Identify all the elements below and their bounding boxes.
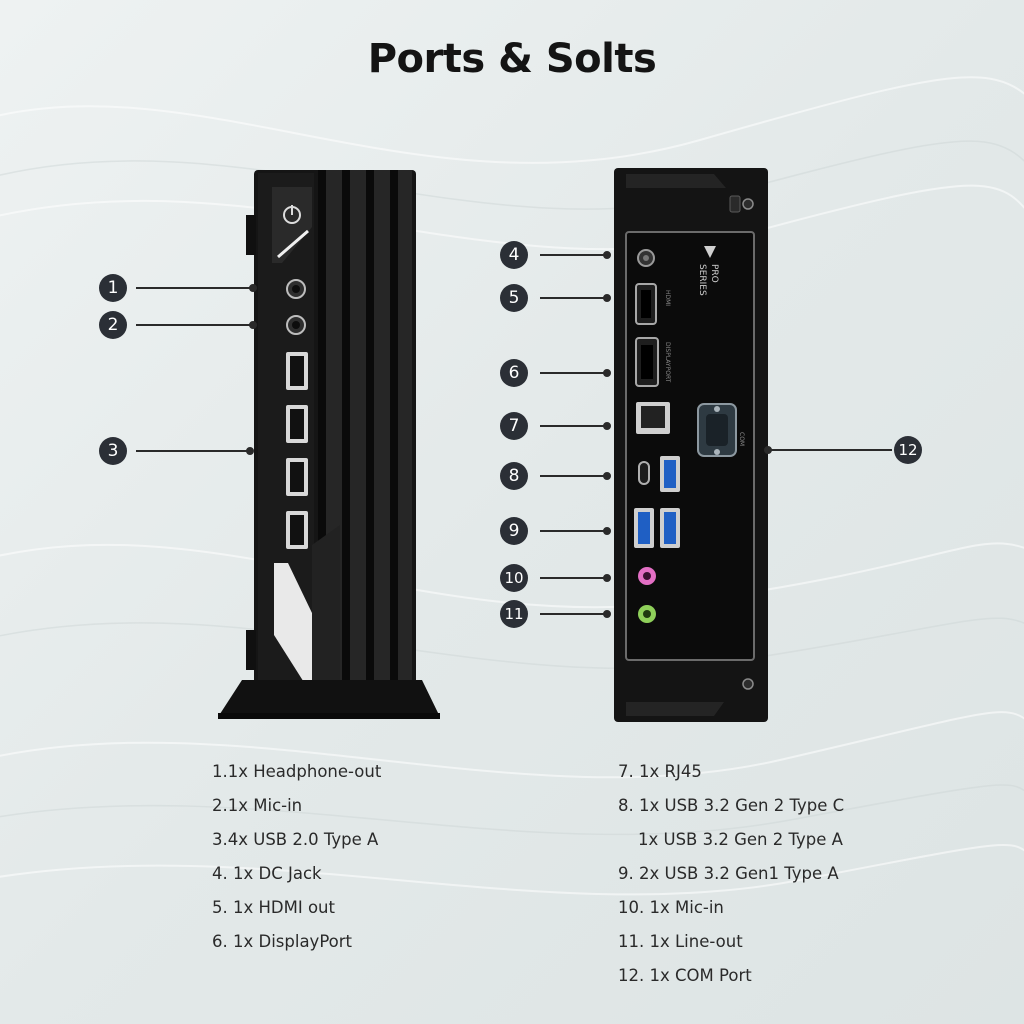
- callout-badge-6: 6: [500, 359, 528, 387]
- spec-item: 4. 1x DC Jack: [212, 864, 322, 883]
- spec-item: 2.1x Mic-in: [212, 796, 303, 815]
- spec-item: 1x USB 3.2 Gen 2 Type A: [638, 830, 843, 849]
- spec-item: 11. 1x Line-out: [618, 932, 743, 951]
- pc-front-view: [218, 170, 440, 719]
- spec-item: 9. 2x USB 3.2 Gen1 Type A: [618, 864, 839, 883]
- brand-pro-label: PRO: [709, 264, 719, 283]
- pc-rear-view: PRO SERIES HDMI DISPLAYPORT COM: [614, 168, 768, 722]
- callout-badge-8: 8: [500, 462, 528, 490]
- callout-badge-1: 1: [99, 274, 127, 302]
- spec-item: 10. 1x Mic-in: [618, 898, 724, 917]
- callout-badge-12: 12: [894, 436, 922, 464]
- callout-badge-3: 3: [99, 437, 127, 465]
- com-port-label: COM: [738, 432, 745, 446]
- callout-badge-9: 9: [500, 517, 528, 545]
- callout-badge-10: 10: [500, 564, 528, 592]
- spec-item: 3.4x USB 2.0 Type A: [212, 830, 379, 849]
- callout-badge-4: 4: [500, 241, 528, 269]
- hdmi-port-label: HDMI: [664, 290, 671, 306]
- spec-item: 6. 1x DisplayPort: [212, 932, 353, 951]
- spec-item: 7. 1x RJ45: [618, 762, 702, 781]
- callout-badge-2: 2: [99, 311, 127, 339]
- page-title: Ports & Solts: [367, 36, 657, 82]
- spec-item: 12. 1x COM Port: [618, 966, 752, 985]
- brand-series-label: SERIES: [697, 264, 707, 296]
- displayport-label: DISPLAYPORT: [664, 342, 671, 383]
- spec-item: 8. 1x USB 3.2 Gen 2 Type C: [618, 796, 845, 815]
- callout-badge-11: 11: [500, 600, 528, 628]
- callout-badge-7: 7: [500, 412, 528, 440]
- spec-item: 1.1x Headphone-out: [212, 762, 382, 781]
- spec-item: 5. 1x HDMI out: [212, 898, 335, 917]
- callout-badge-5: 5: [500, 284, 528, 312]
